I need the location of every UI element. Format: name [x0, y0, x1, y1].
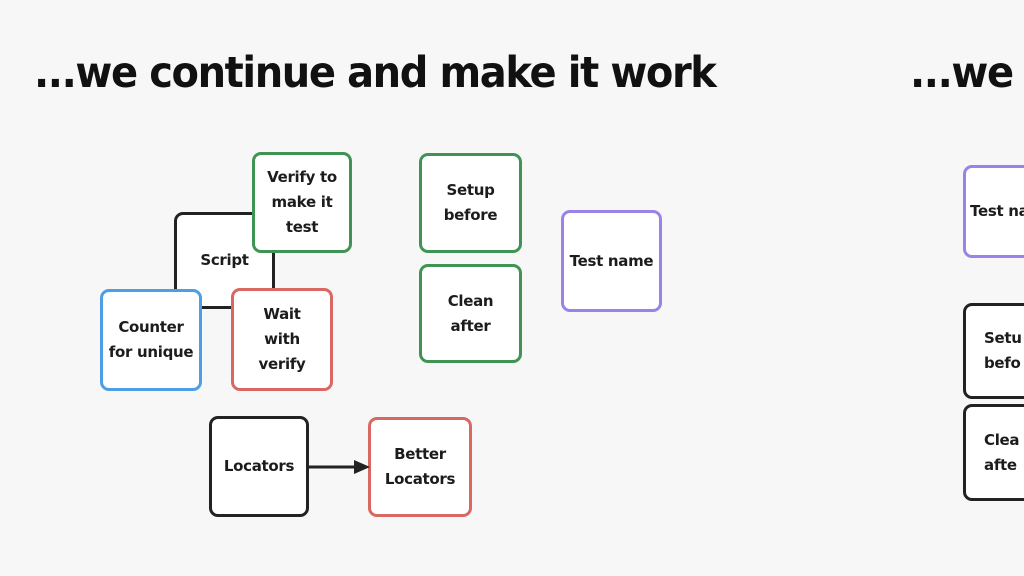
node-test-name-label: Test name	[569, 251, 654, 270]
node-counter-for-unique[interactable]: Counter for unique	[100, 289, 202, 391]
next-node-setup-before-label: Setu befo	[984, 329, 1022, 372]
node-setup-before-label: Setup before	[443, 181, 498, 224]
next-node-test-name-label: Test na	[970, 202, 1024, 220]
arrow-locators-to-better-locators[interactable]	[306, 455, 372, 479]
node-better-locators[interactable]: Better Locators	[368, 417, 472, 517]
node-test-name[interactable]: Test name	[561, 210, 662, 312]
node-counter-label: Counter for unique	[108, 318, 194, 361]
slide-title: ...we continue and make it work	[34, 48, 717, 98]
node-setup-before[interactable]: Setup before	[419, 153, 522, 253]
node-script-label: Script	[200, 251, 249, 269]
node-locators-label: Locators	[223, 457, 295, 475]
next-node-setup-before[interactable]: Setu befo	[963, 303, 1024, 399]
node-locators[interactable]: Locators	[209, 416, 309, 517]
next-slide-title-fragment: ...we c	[910, 48, 1024, 98]
node-clean-after[interactable]: Clean after	[419, 264, 522, 363]
node-wait-with-verify[interactable]: Wait with verify	[231, 288, 333, 391]
node-verify-to-make-it-test[interactable]: Verify to make it test	[252, 152, 352, 253]
node-better-locators-label: Better Locators	[384, 445, 456, 488]
node-clean-after-label: Clean after	[447, 291, 494, 335]
next-node-clean-after[interactable]: Clea afte	[963, 404, 1024, 501]
next-node-clean-after-label: Clea afte	[984, 430, 1020, 474]
next-node-test-name[interactable]: Test na	[963, 165, 1024, 258]
node-verify-label: Verify to make it test	[267, 168, 337, 236]
node-wait-label: Wait with verify	[258, 305, 306, 373]
